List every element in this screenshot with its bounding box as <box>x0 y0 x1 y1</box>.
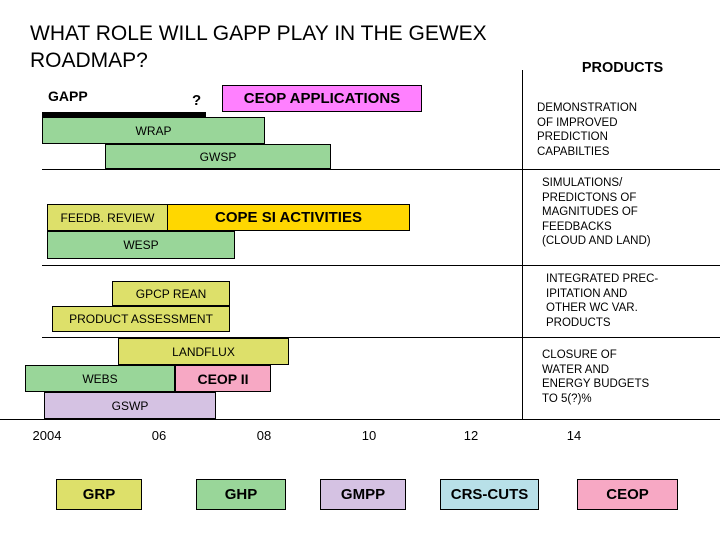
axis-tick-10: 10 <box>361 428 377 443</box>
legend-ceop[interactable]: CEOP <box>577 479 678 510</box>
legend-label: CRS-CUTS <box>450 486 529 503</box>
legend-label: GHP <box>224 486 258 503</box>
timeline-bar-cope-si-activities[interactable]: COPE SI ACTIVITIES <box>167 204 410 231</box>
timeline-bar-wesp[interactable]: WESP <box>47 231 235 259</box>
legend-grp[interactable]: GRP <box>56 479 142 510</box>
axis-tick-14: 14 <box>566 428 582 443</box>
legend-gmpp[interactable]: GMPP <box>320 479 406 510</box>
vertical-divider <box>522 70 523 420</box>
question-mark-annotation: ? <box>192 92 202 109</box>
timeline-bar-label: FEEDB. REVIEW <box>60 210 155 225</box>
axis-tick-12: 12 <box>463 428 479 443</box>
timeline-bar-label: WEBS <box>82 371 118 386</box>
horizontal-divider <box>42 169 720 170</box>
product-description-1: DEMONSTRATION OF IMPROVED PREDICTION CAP… <box>537 102 638 158</box>
products-column-header: PRODUCTS <box>581 60 664 76</box>
horizontal-divider <box>42 337 720 338</box>
product-description-2: SIMULATIONS/ PREDICTONS OF MAGNITUDES OF… <box>542 177 651 247</box>
timeline-bar-label: LANDFLUX <box>172 344 235 359</box>
axis-tick-08: 08 <box>256 428 272 443</box>
legend-ghp[interactable]: GHP <box>196 479 286 510</box>
timeline-bar-label: PRODUCT ASSESSMENT <box>69 312 213 326</box>
timeline-bar-landflux[interactable]: LANDFLUX <box>118 338 289 365</box>
horizontal-divider <box>42 265 720 266</box>
timeline-bar-label: GWSP <box>199 149 237 164</box>
product-description-4: CLOSURE OF WATER AND ENERGY BUDGETS TO 5… <box>542 349 650 405</box>
timeline-bar-label: GPCP REAN <box>135 286 207 301</box>
product-description-3: INTEGRATED PREC- IPITATION AND OTHER WC … <box>546 273 659 329</box>
timeline-bar-gwsp[interactable]: GWSP <box>105 144 331 169</box>
timeline-bar-gpcp-rean[interactable]: GPCP REAN <box>112 281 230 306</box>
legend-label: GMPP <box>340 486 386 503</box>
legend-crs-cuts[interactable]: CRS-CUTS <box>440 479 539 510</box>
timeline-bar-ceop-applications[interactable]: CEOP APPLICATIONS <box>222 85 422 112</box>
page-title: WHAT ROLE WILL GAPP PLAY IN THE GEWEX RO… <box>30 22 487 72</box>
timeline-bar-label: GSWP <box>111 398 149 413</box>
legend-label: CEOP <box>606 486 649 503</box>
horizontal-divider <box>0 419 720 420</box>
timeline-bar-product-assessment[interactable]: PRODUCT ASSESSMENT <box>52 306 230 332</box>
timeline-bar-label: WESP <box>123 238 159 252</box>
gapp-black-bar <box>42 112 206 119</box>
timeline-bar-webs[interactable]: WEBS <box>25 365 175 392</box>
timeline-bar-label: COPE SI ACTIVITIES <box>215 209 362 226</box>
timeline-bar-label: CEOP APPLICATIONS <box>243 90 401 107</box>
timeline-bar-label: CEOP II <box>197 370 249 387</box>
legend-label: GRP <box>82 486 116 503</box>
timeline-bar-wrap[interactable]: WRAP <box>42 117 265 144</box>
timeline-bar-label: WRAP <box>135 123 172 138</box>
timeline-bar-feedb-review[interactable]: FEEDB. REVIEW <box>47 204 168 231</box>
gapp-label: GAPP <box>48 88 88 104</box>
axis-tick-06: 06 <box>151 428 167 443</box>
timeline-bar-gswp[interactable]: GSWP <box>44 392 216 419</box>
axis-tick-2004: 2004 <box>32 428 62 443</box>
timeline-bar-ceop-ii[interactable]: CEOP II <box>175 365 271 392</box>
